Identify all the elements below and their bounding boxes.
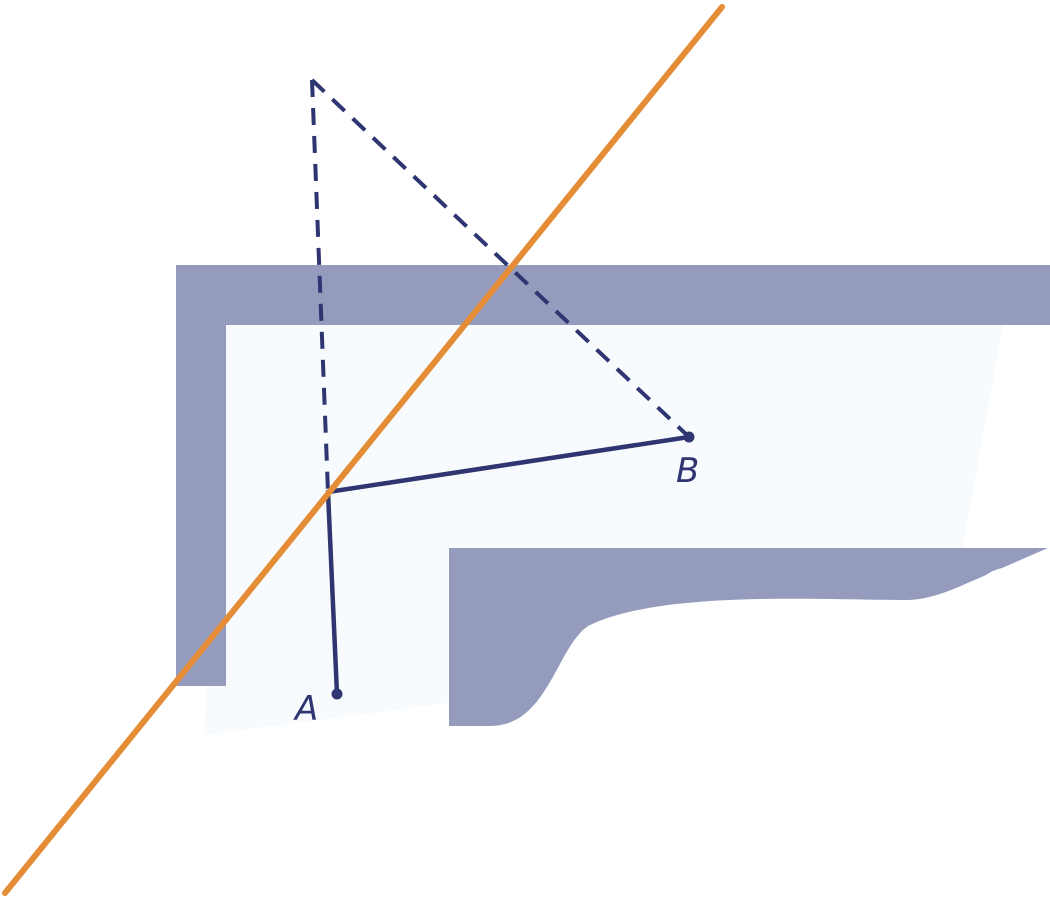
ray-reflected bbox=[325, 434, 692, 495]
top-wall bbox=[176, 265, 1050, 686]
room-floor bbox=[204, 325, 1003, 735]
point-b-label: B bbox=[676, 451, 699, 491]
point-a-label: A bbox=[293, 689, 318, 729]
lower-wall bbox=[449, 548, 1048, 726]
ray-incident bbox=[325, 489, 340, 697]
point-b-marker bbox=[683, 431, 695, 443]
mirror-line bbox=[2, 4, 725, 896]
point-a-marker bbox=[331, 688, 343, 700]
virtual-ray-to-b bbox=[310, 78, 691, 439]
virtual-ray-to-a bbox=[310, 79, 330, 493]
